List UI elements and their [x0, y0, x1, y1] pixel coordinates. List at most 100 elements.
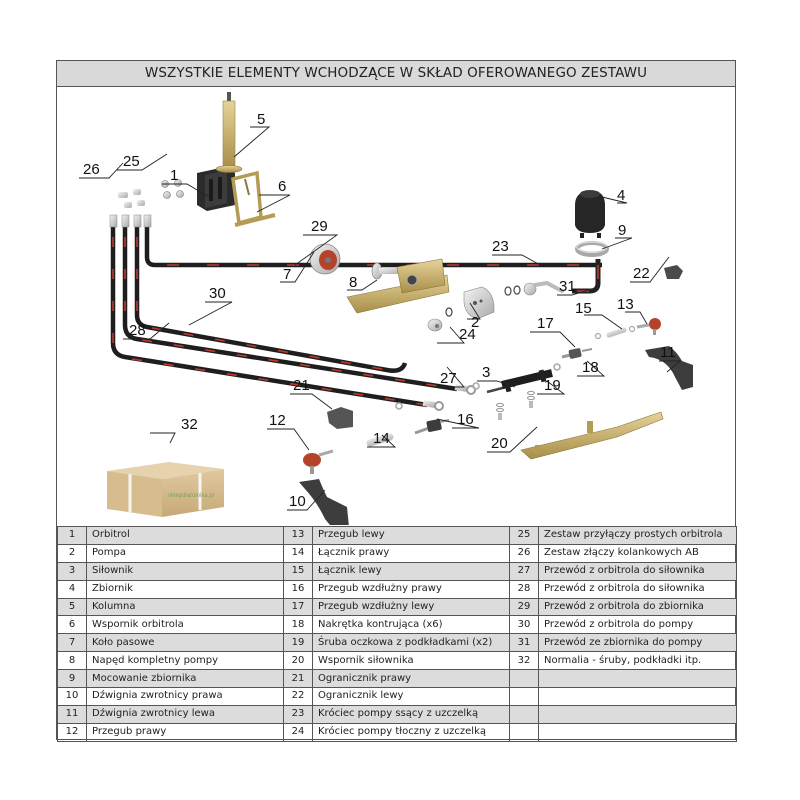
callout-11: 11: [660, 344, 676, 361]
hose-27: [122, 227, 476, 395]
part-number: 28: [509, 579, 539, 599]
part-name: Dźwignia zwrotnicy lewa: [86, 704, 284, 724]
part-32-hardware-box: sklepdlarolnika.pl: [107, 462, 224, 517]
callout-19: 19: [544, 377, 561, 394]
part-number: 13: [283, 526, 313, 545]
part-25-straight-fittings: [161, 179, 184, 199]
part-number: 5: [57, 597, 87, 617]
part-name: Przegub prawy: [86, 722, 284, 742]
callout-18: 18: [582, 359, 599, 376]
part-name: Kolumna: [86, 597, 284, 617]
part-11-left-steering-arm: [645, 346, 693, 390]
callout-28: 28: [129, 322, 146, 339]
callout-17: 17: [537, 315, 554, 332]
hose-30: [134, 227, 408, 373]
part-number: 6: [57, 615, 87, 635]
part-number: 7: [57, 633, 87, 653]
part-number: 3: [57, 561, 87, 581]
part-name: Pompa: [86, 543, 284, 563]
callout-13: 13: [617, 296, 634, 313]
part-number: [509, 722, 539, 742]
part-4-reservoir: [575, 190, 605, 238]
part-17-left-long-joint: [561, 348, 593, 359]
part-number: 27: [509, 561, 539, 581]
callout-16: 16: [457, 411, 474, 428]
part-19-eye-bolts: [496, 390, 535, 420]
part-name: Króciec pompy tłoczny z uzczelką: [312, 722, 510, 742]
part-name: Przewód z orbitrola do siłownika: [538, 561, 737, 581]
part-name: Mocowanie zbiornika: [86, 669, 284, 689]
part-number: 18: [283, 615, 313, 635]
part-name: [538, 704, 737, 724]
hose-fittings: [109, 214, 152, 228]
part-name: Ogranicznik prawy: [312, 669, 510, 689]
part-number: 15: [283, 561, 313, 581]
callout-9: 9: [618, 222, 626, 239]
part-name: Króciec pompy ssący z uzczelką: [312, 704, 510, 724]
part-name: Przewód z orbitrola do siłownika: [538, 579, 737, 599]
part-7-pulley: [309, 243, 341, 275]
part-name: Napęd kompletny pompy: [86, 651, 284, 671]
part-number: 1: [57, 526, 87, 545]
callout-21: 21: [293, 377, 310, 394]
callout-29: 29: [311, 218, 328, 235]
part-name: [538, 669, 737, 689]
part-name: Zestaw złączy kolankowych AB: [538, 543, 737, 563]
callout-6: 6: [278, 178, 286, 195]
part-number: 19: [283, 633, 313, 653]
part-2-pump: [463, 286, 512, 320]
callout-7: 7: [283, 266, 291, 283]
part-number: [509, 669, 539, 689]
part-22-left-limiter: [664, 265, 683, 279]
part-number: [509, 687, 539, 706]
callout-15: 15: [575, 300, 592, 317]
part-name: Przegub lewy: [312, 526, 510, 545]
callout-8: 8: [349, 274, 357, 291]
part-23-suction-port: [513, 280, 564, 296]
part-name: Przewód z orbitrola do zbiornika: [538, 597, 737, 617]
part-number: 20: [283, 651, 313, 671]
callout-10: 10: [289, 493, 306, 510]
callout-25: 25: [123, 153, 140, 170]
hose-28: [110, 227, 444, 411]
callout-14: 14: [373, 430, 390, 447]
part-name: Przewód z orbitrola do pompy: [538, 615, 737, 635]
part-name: Ogranicznik lewy: [312, 687, 510, 706]
part-name: Normalia - śruby, podkładki itp.: [538, 651, 737, 671]
callout-3: 3: [482, 364, 490, 381]
part-26-elbow-fittings: [118, 189, 145, 208]
part-13-left-joint: [636, 318, 661, 335]
part-name: Przegub wzdłużny lewy: [312, 597, 510, 617]
exploded-diagram: sklepdlarolnika.pl: [57, 87, 735, 525]
part-number: 17: [283, 597, 313, 617]
callout-27: 27: [440, 370, 457, 387]
part-number: 22: [283, 687, 313, 706]
part-name: Przewód ze zbiornika do pompy: [538, 633, 737, 653]
part-name: [538, 722, 737, 742]
part-number: 9: [57, 669, 87, 689]
part-name: Dźwignia zwrotnicy prawa: [86, 687, 284, 706]
part-number: 32: [509, 651, 539, 671]
part-name: Zestaw przyłączy prostych orbitrola: [538, 526, 737, 545]
part-name: Siłownik: [86, 561, 284, 581]
callout-23: 23: [492, 238, 509, 255]
part-name: Śruba oczkowa z podkładkami (x2): [312, 633, 510, 653]
part-number: 10: [57, 687, 87, 706]
part-20-cylinder-bracket: [520, 411, 664, 460]
part-name: [538, 687, 737, 706]
part-name: Koło pasowe: [86, 633, 284, 653]
part-name: Wspornik orbitrola: [86, 615, 284, 635]
part-3-cylinder: [486, 369, 553, 394]
